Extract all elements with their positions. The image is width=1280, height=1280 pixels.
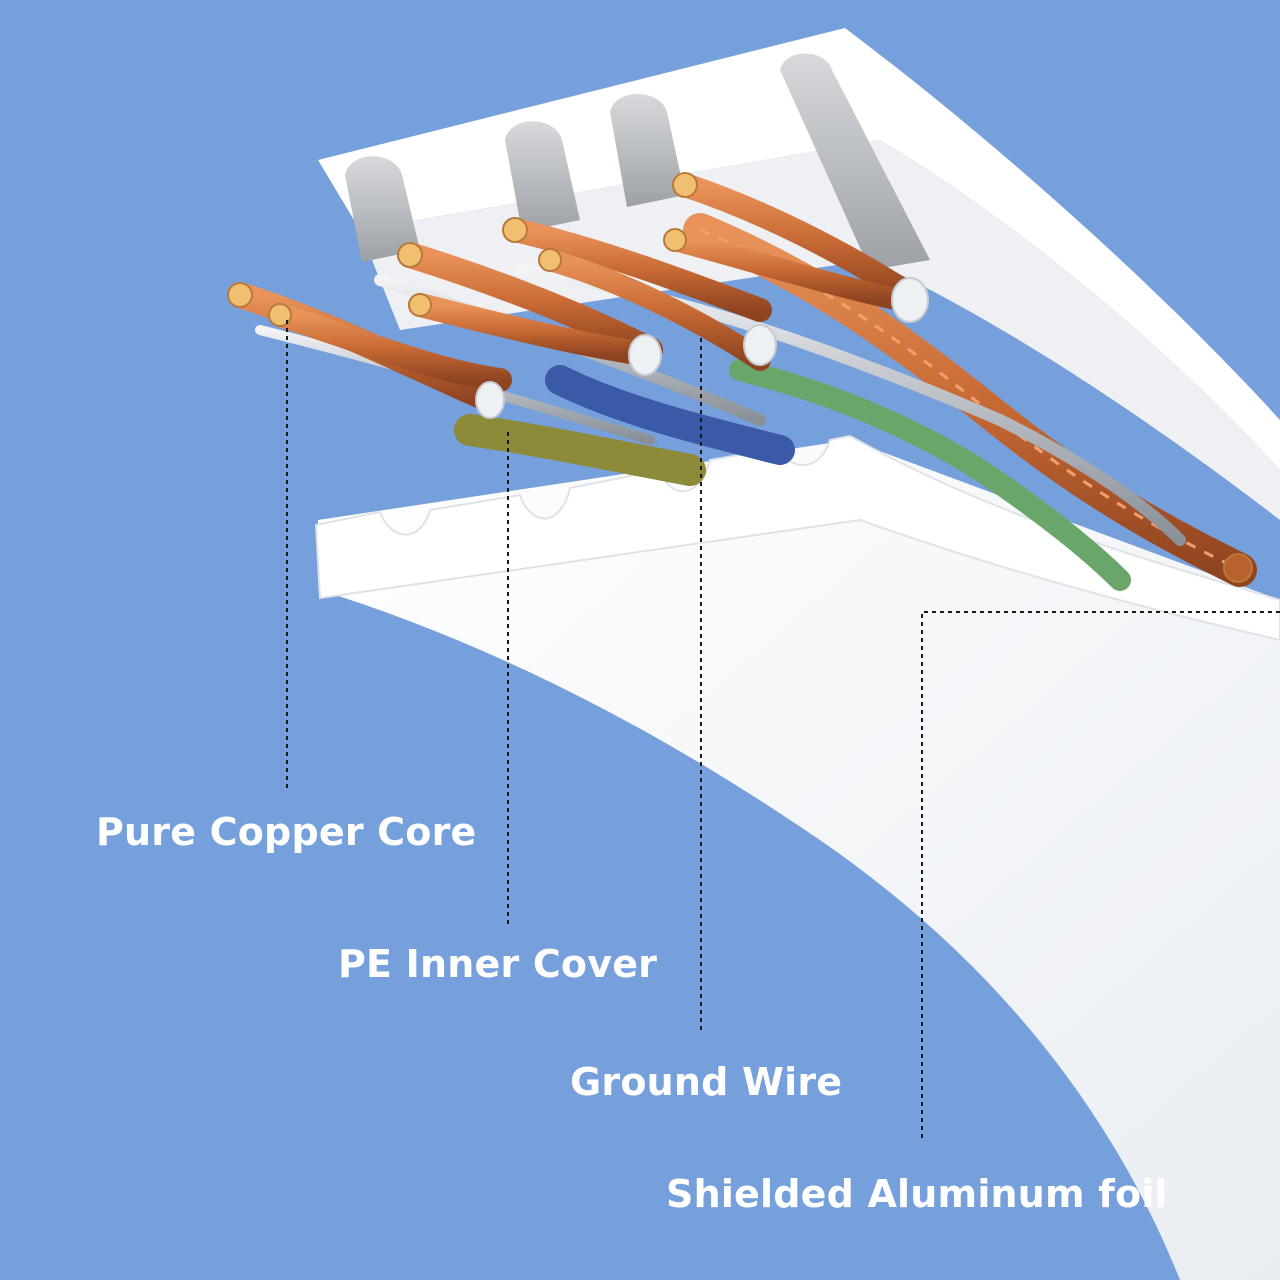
blue-insulation	[545, 365, 795, 465]
label-pe-inner-cover: PE Inner Cover	[338, 942, 658, 986]
label-shielded-aluminum-foil: Shielded Aluminum foil	[666, 1172, 1168, 1216]
label-pure-copper-core: Pure Copper Core	[96, 810, 477, 854]
copper-pair-3	[503, 218, 772, 322]
cable-jacket-body	[318, 440, 1280, 1280]
wire-bundle	[227, 172, 1257, 591]
cable-jacket-top-inner	[360, 140, 1280, 520]
top-grooves	[345, 53, 930, 270]
insulation-sleeves	[475, 277, 929, 419]
leader-lines	[286, 320, 1280, 1138]
copper-pair-2	[397, 242, 663, 363]
copper-pair-4	[673, 173, 922, 307]
label-ground-wire: Ground Wire	[570, 1060, 843, 1104]
green-pair	[729, 359, 1131, 591]
strand-end-faces	[227, 172, 1253, 583]
pe-cover-strand	[454, 414, 706, 486]
